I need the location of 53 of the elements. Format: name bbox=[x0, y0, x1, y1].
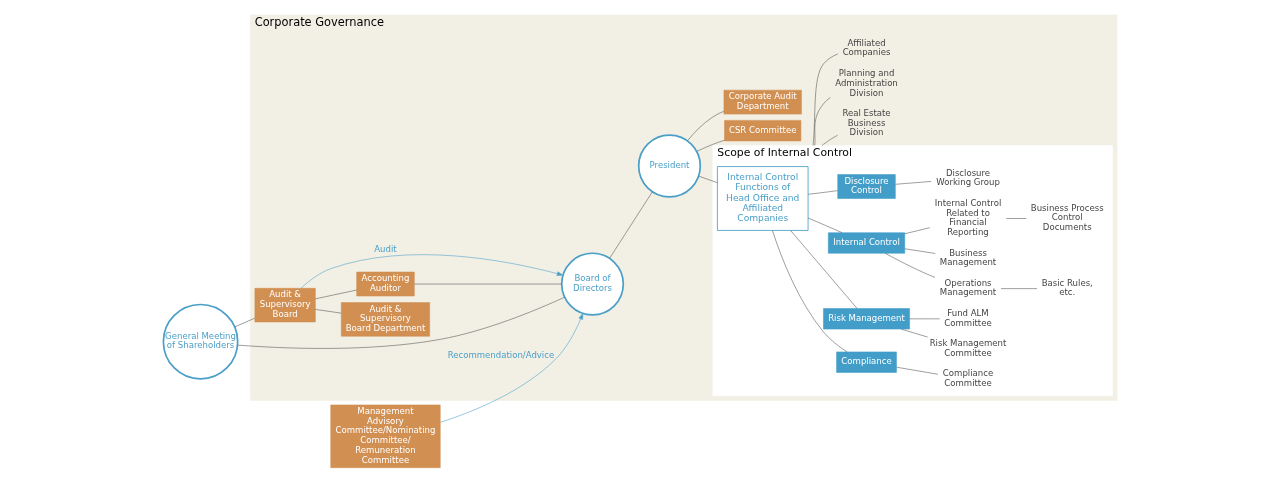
connector bbox=[895, 366, 938, 375]
node-box: Audit & Supervisory Board bbox=[254, 288, 316, 323]
node-text: Real Estate Business Division bbox=[841, 108, 891, 138]
connector bbox=[314, 289, 357, 300]
node-box: Internal Control Functions of Head Office and Affiliated Companies bbox=[716, 166, 808, 231]
connector bbox=[884, 253, 935, 278]
node-circle: General Meeting of Shareholders bbox=[162, 303, 239, 380]
edge-label: Recommendation/Advice bbox=[447, 349, 554, 360]
node-box: Audit & Supervisory Board Department bbox=[340, 302, 430, 337]
node-circle: Board of Directors bbox=[560, 252, 624, 316]
arrow bbox=[300, 254, 563, 289]
connector bbox=[234, 317, 255, 328]
arrow bbox=[439, 313, 583, 423]
connector bbox=[807, 217, 842, 233]
node-text: Business Management bbox=[939, 247, 996, 268]
connector bbox=[697, 175, 718, 183]
connector bbox=[812, 53, 838, 146]
connector bbox=[314, 309, 341, 314]
node-circle: President bbox=[637, 134, 701, 198]
connector bbox=[903, 227, 930, 235]
connector bbox=[686, 111, 724, 142]
connector bbox=[821, 134, 838, 146]
node-box: Risk Management bbox=[822, 308, 910, 330]
node-box: Management Advisory Committee/Nominating Committee/ Remuneration Committee bbox=[329, 404, 440, 468]
connector bbox=[696, 140, 725, 152]
connector bbox=[1000, 288, 1037, 289]
connector bbox=[771, 230, 847, 353]
connector bbox=[236, 297, 565, 349]
node-box: Disclosure Control bbox=[836, 174, 896, 199]
connector bbox=[900, 328, 928, 338]
node-text: Planning and Administration Division bbox=[834, 68, 898, 98]
connector bbox=[789, 230, 857, 309]
connector bbox=[807, 190, 838, 195]
connector bbox=[894, 181, 931, 185]
node-box: Compliance bbox=[835, 351, 897, 373]
edge-label: Audit bbox=[373, 244, 397, 255]
node-text: Risk Management Committee bbox=[929, 338, 1006, 358]
node-box: Corporate Audit Department bbox=[723, 89, 802, 115]
node-text: Affiliated Companies bbox=[842, 37, 890, 58]
node-text: Business Process Control Documents bbox=[1030, 202, 1104, 233]
node-text: Compliance Committee bbox=[942, 368, 993, 389]
node-box: Accounting Auditor bbox=[355, 271, 415, 297]
node-text: Fund ALM Committee bbox=[943, 307, 992, 328]
node-text: Disclosure Working Group bbox=[935, 167, 1000, 188]
connector bbox=[1005, 218, 1027, 219]
node-text: Internal Control Related to Financial Reporting bbox=[934, 197, 1001, 238]
node-box: CSR Committee bbox=[723, 120, 801, 142]
node-text: Basic Rules, etc. bbox=[1041, 277, 1093, 298]
node-box: Internal Control bbox=[827, 232, 905, 254]
connector bbox=[813, 97, 831, 146]
node-text: Operations Management bbox=[939, 277, 996, 298]
connector bbox=[903, 248, 935, 254]
connector bbox=[608, 191, 653, 259]
